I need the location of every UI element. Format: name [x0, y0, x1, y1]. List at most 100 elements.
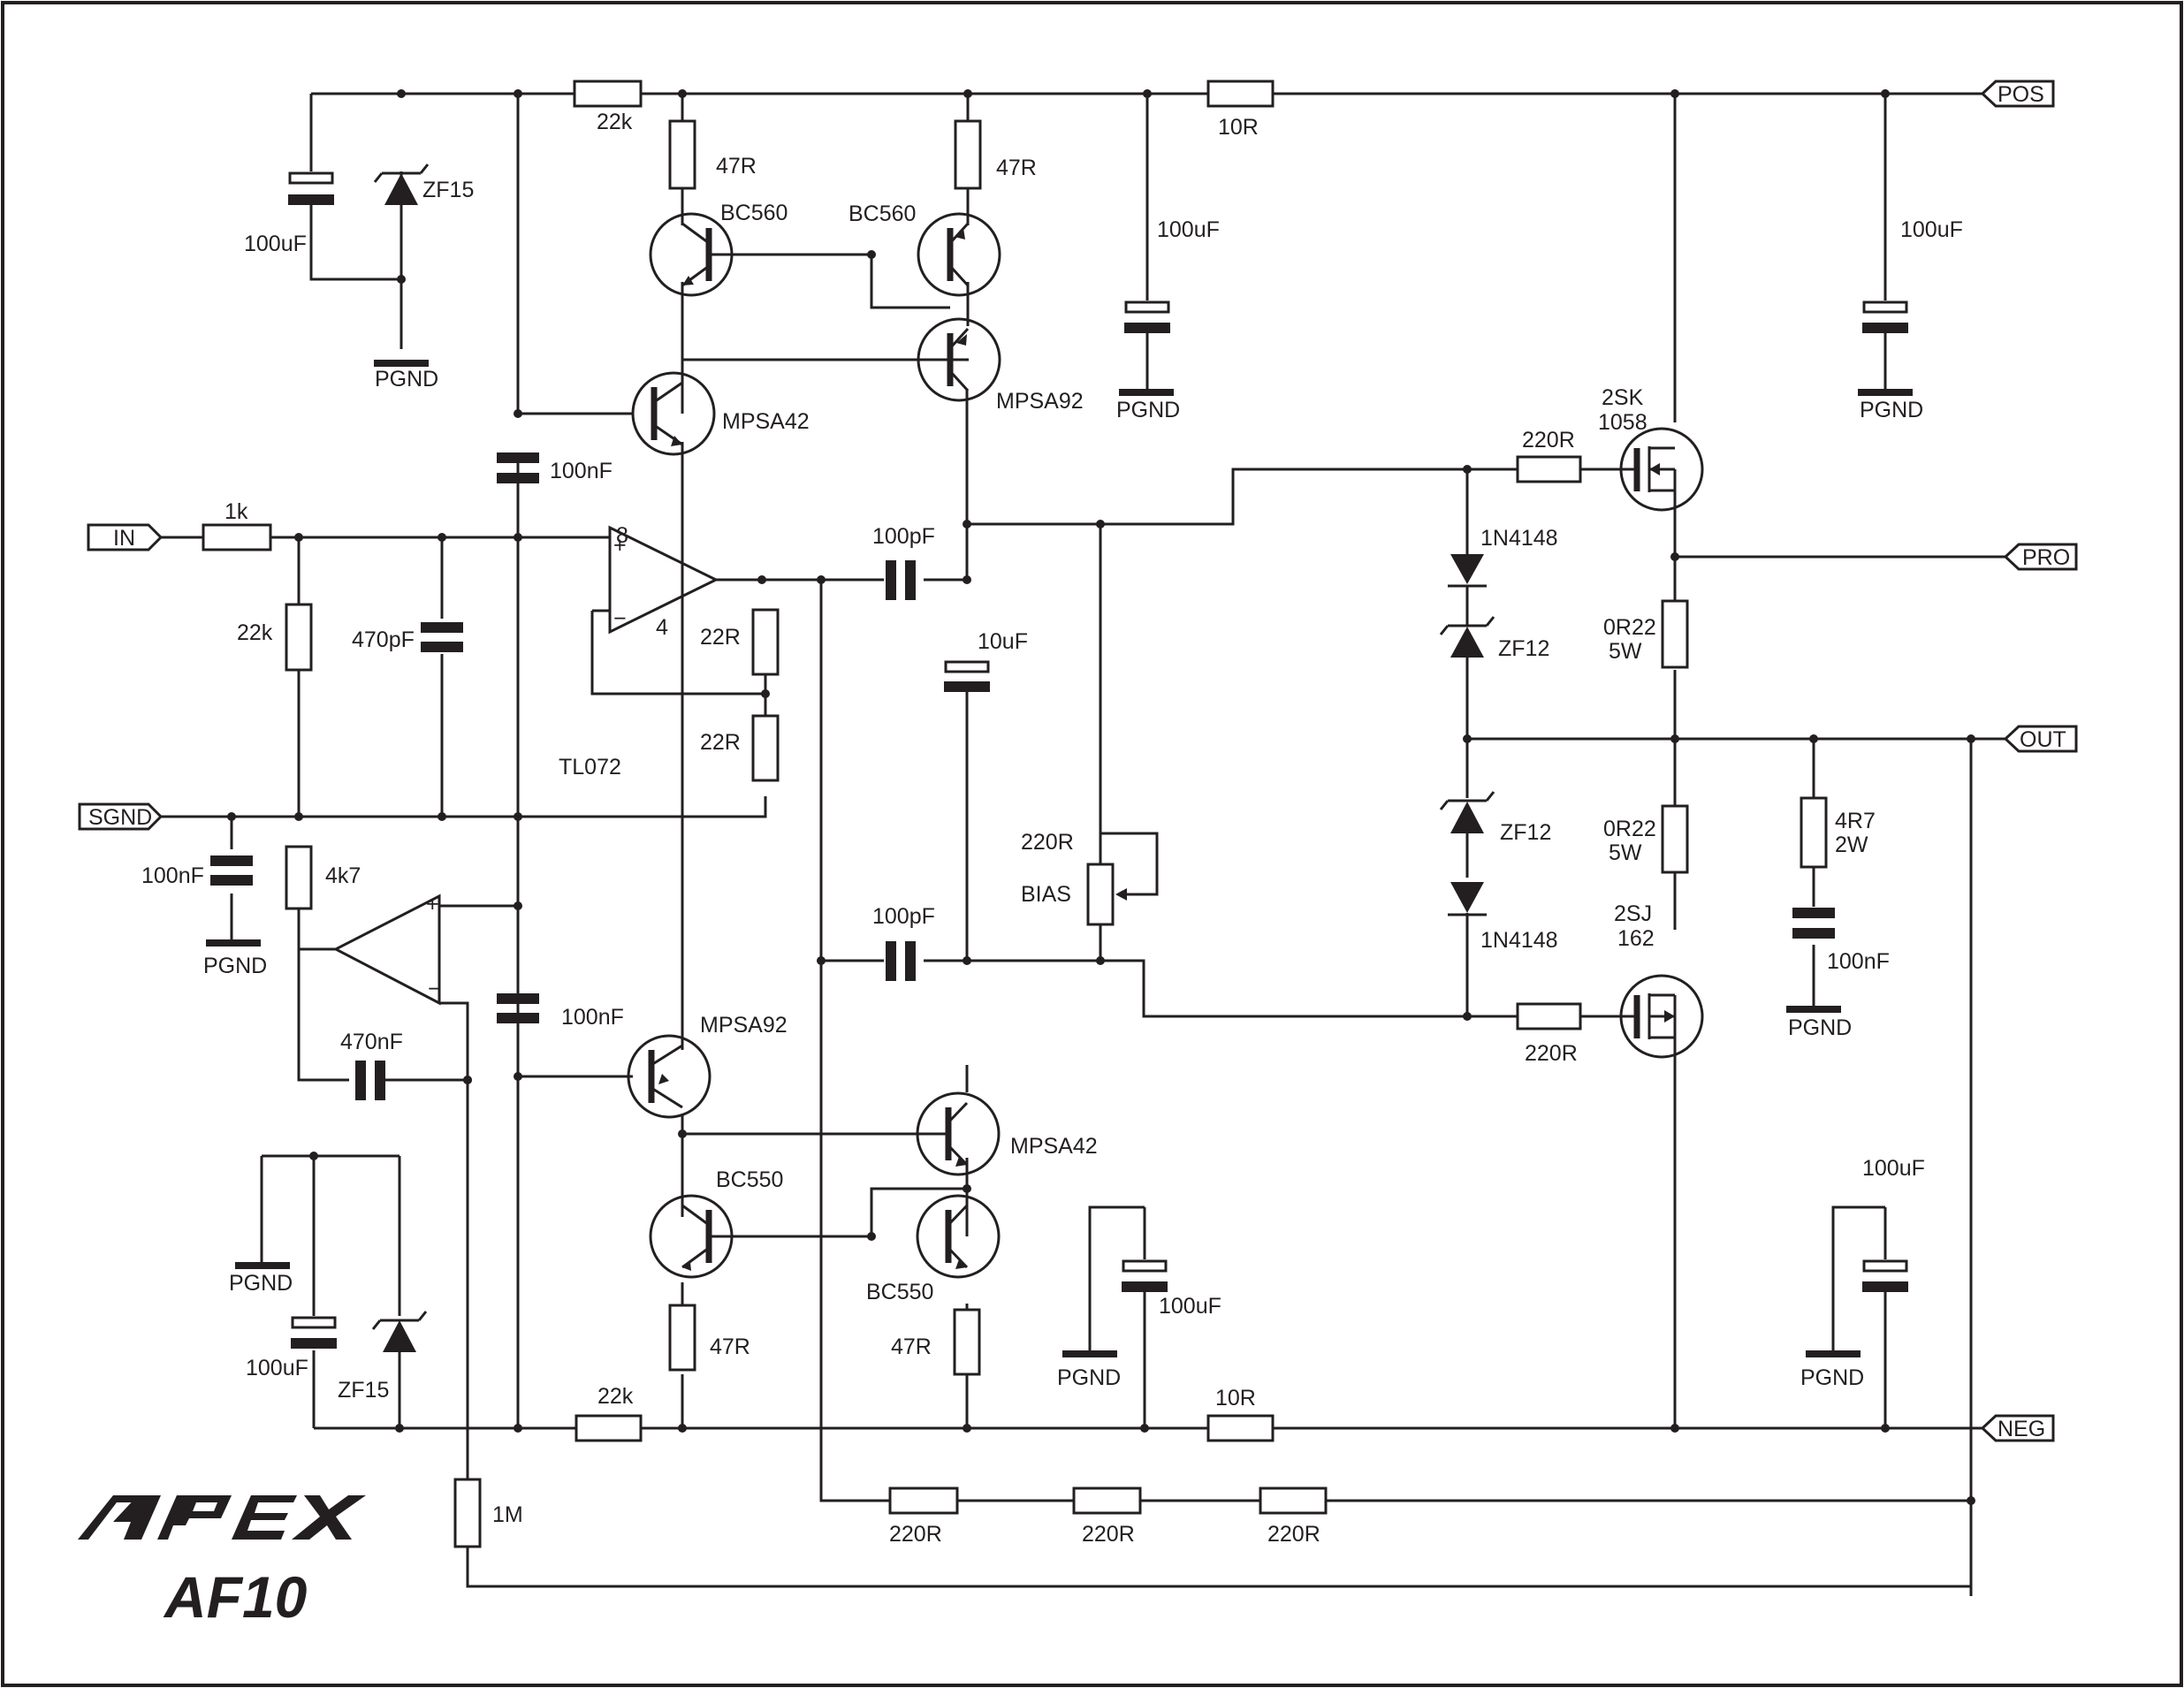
label-pgnd-top-right: PGND — [1860, 398, 1923, 422]
opamps — [299, 525, 719, 1006]
opamp-tl072 — [592, 525, 719, 635]
component-labels: 22k 10R ZF15 100uF PGND 47R 47R BC560 BC… — [141, 110, 1963, 1547]
zener-zf12-bottom — [1439, 791, 1495, 833]
label-100nf-sgnd: 100nF — [141, 863, 204, 888]
label-100uf-bot-mid: 100uF — [1159, 1294, 1221, 1319]
label-47r-bl: 47R — [710, 1334, 750, 1359]
ports: POS PRO OUT NEG IN SGND — [78, 80, 2078, 1442]
cap-100nf-a — [497, 452, 539, 483]
label-pin8: 8 — [616, 523, 628, 548]
label-220r-fb3: 220R — [1267, 1522, 1320, 1547]
svg-text:NEG: NEG — [1998, 1417, 2045, 1441]
label-1058: 1058 — [1598, 410, 1648, 435]
transistor-mpsa92-upper — [917, 317, 1001, 402]
cap-100uf-tl — [288, 171, 334, 205]
resistor-47r-right — [954, 119, 982, 190]
resistor-22k-top — [573, 80, 643, 108]
label-220r-bias: 220R — [1021, 830, 1074, 855]
label-10r-top: 10R — [1218, 115, 1259, 140]
transistor-mpsa92-lower — [627, 1034, 712, 1119]
label-tl072: TL072 — [559, 755, 621, 779]
junctions — [227, 89, 1975, 1505]
label-22r-a: 22R — [700, 625, 741, 650]
diode-1n4148-bottom — [1448, 882, 1487, 916]
cap-470nf — [355, 1061, 385, 1100]
cap-10uf — [944, 660, 990, 692]
label-1k: 1k — [224, 499, 248, 524]
label-minus-servo: − — [428, 977, 441, 1001]
label-10uf: 10uF — [978, 629, 1028, 654]
resistor-4r7 — [1800, 796, 1828, 869]
label-4r7: 4R7 — [1835, 809, 1876, 833]
label-1n4148-bottom: 1N4148 — [1480, 928, 1558, 953]
label-100uf-bl: 100uF — [246, 1356, 308, 1380]
diodes — [371, 163, 1495, 1352]
resistor-47r-left — [668, 119, 696, 190]
port-pro: PRO — [2003, 543, 2078, 571]
resistor-22k-in — [285, 603, 313, 672]
resistor-10r-top — [1206, 80, 1275, 108]
label-220r-fb1: 220R — [889, 1522, 942, 1547]
resistors — [202, 80, 1828, 1548]
svg-text:PRO: PRO — [2022, 545, 2070, 570]
resistor-22r-b — [751, 714, 780, 782]
label-100nf-b: 100nF — [561, 1005, 624, 1030]
label-mpsa92-upper: MPSA92 — [996, 389, 1084, 414]
resistor-47r-br — [953, 1308, 981, 1376]
label-zf15-top: ZF15 — [422, 178, 474, 202]
label-1m: 1M — [492, 1502, 523, 1527]
label-minus-tl072: − — [613, 606, 627, 631]
resistor-22k-bottom — [575, 1414, 643, 1442]
capacitors — [210, 171, 1908, 1349]
transistor-bc550-left — [649, 1194, 734, 1279]
label-mpsa42-upper: MPSA42 — [722, 409, 810, 434]
transistors — [627, 212, 1704, 1279]
label-220r-top: 220R — [1522, 428, 1575, 452]
label-22k-bottom: 22k — [597, 1384, 634, 1409]
label-0r22-bottom: 0R22 — [1603, 817, 1656, 841]
label-1n4148-top: 1N4148 — [1480, 526, 1558, 551]
label-2sk: 2SK — [1602, 385, 1644, 410]
transistor-bc560-right — [917, 212, 1001, 297]
label-162: 162 — [1617, 926, 1655, 951]
label-bc550-left: BC550 — [716, 1167, 783, 1192]
label-100pf-top: 100pF — [872, 524, 935, 549]
label-bc550-right: BC550 — [866, 1280, 933, 1304]
resistor-4k7 — [285, 845, 313, 910]
transistor-bc550-right — [916, 1194, 1001, 1279]
zener-zf15-top — [373, 163, 430, 205]
cap-100nf-out — [1792, 908, 1835, 939]
label-mpsa92-lower: MPSA92 — [700, 1013, 788, 1038]
resistor-1m — [453, 1478, 482, 1548]
label-mpsa42-lower: MPSA42 — [1010, 1134, 1098, 1159]
label-2sj: 2SJ — [1614, 901, 1652, 926]
resistor-47r-bl — [668, 1304, 696, 1372]
resistor-10r-bottom — [1206, 1414, 1275, 1442]
label-plus-tl072: + — [613, 533, 627, 558]
label-0r22-top: 0R22 — [1603, 615, 1656, 640]
resistor-1k — [202, 523, 272, 551]
transistor-mpsa42-lower — [916, 1091, 1001, 1176]
resistor-bias-pot — [1086, 863, 1115, 926]
cap-470pf — [421, 622, 463, 652]
label-5w-bottom: 5W — [1609, 840, 1642, 865]
transistor-bc560-left — [649, 212, 734, 297]
mosfet-2sj162 — [1619, 974, 1704, 1059]
resistor-220r-fb2 — [1072, 1487, 1142, 1515]
cap-100nf-sgnd — [210, 855, 253, 886]
resistor-220r-bottom — [1516, 1002, 1582, 1030]
label-pin4: 4 — [656, 615, 668, 640]
label-pgnd-tl: PGND — [375, 367, 438, 392]
label-47r-left: 47R — [716, 154, 757, 179]
resistor-220r-top — [1516, 455, 1582, 483]
zener-zf15-bottom — [371, 1311, 428, 1352]
label-zf15-bottom: ZF15 — [338, 1378, 389, 1403]
apex-logo — [78, 1495, 366, 1540]
transistor-mpsa42-upper — [631, 371, 716, 456]
label-220r-bottom: 220R — [1525, 1041, 1578, 1066]
port-neg: NEG — [1980, 1414, 2055, 1442]
label-pgnd-sgnd: PGND — [203, 954, 267, 978]
label-zf12-top: ZF12 — [1498, 636, 1549, 661]
